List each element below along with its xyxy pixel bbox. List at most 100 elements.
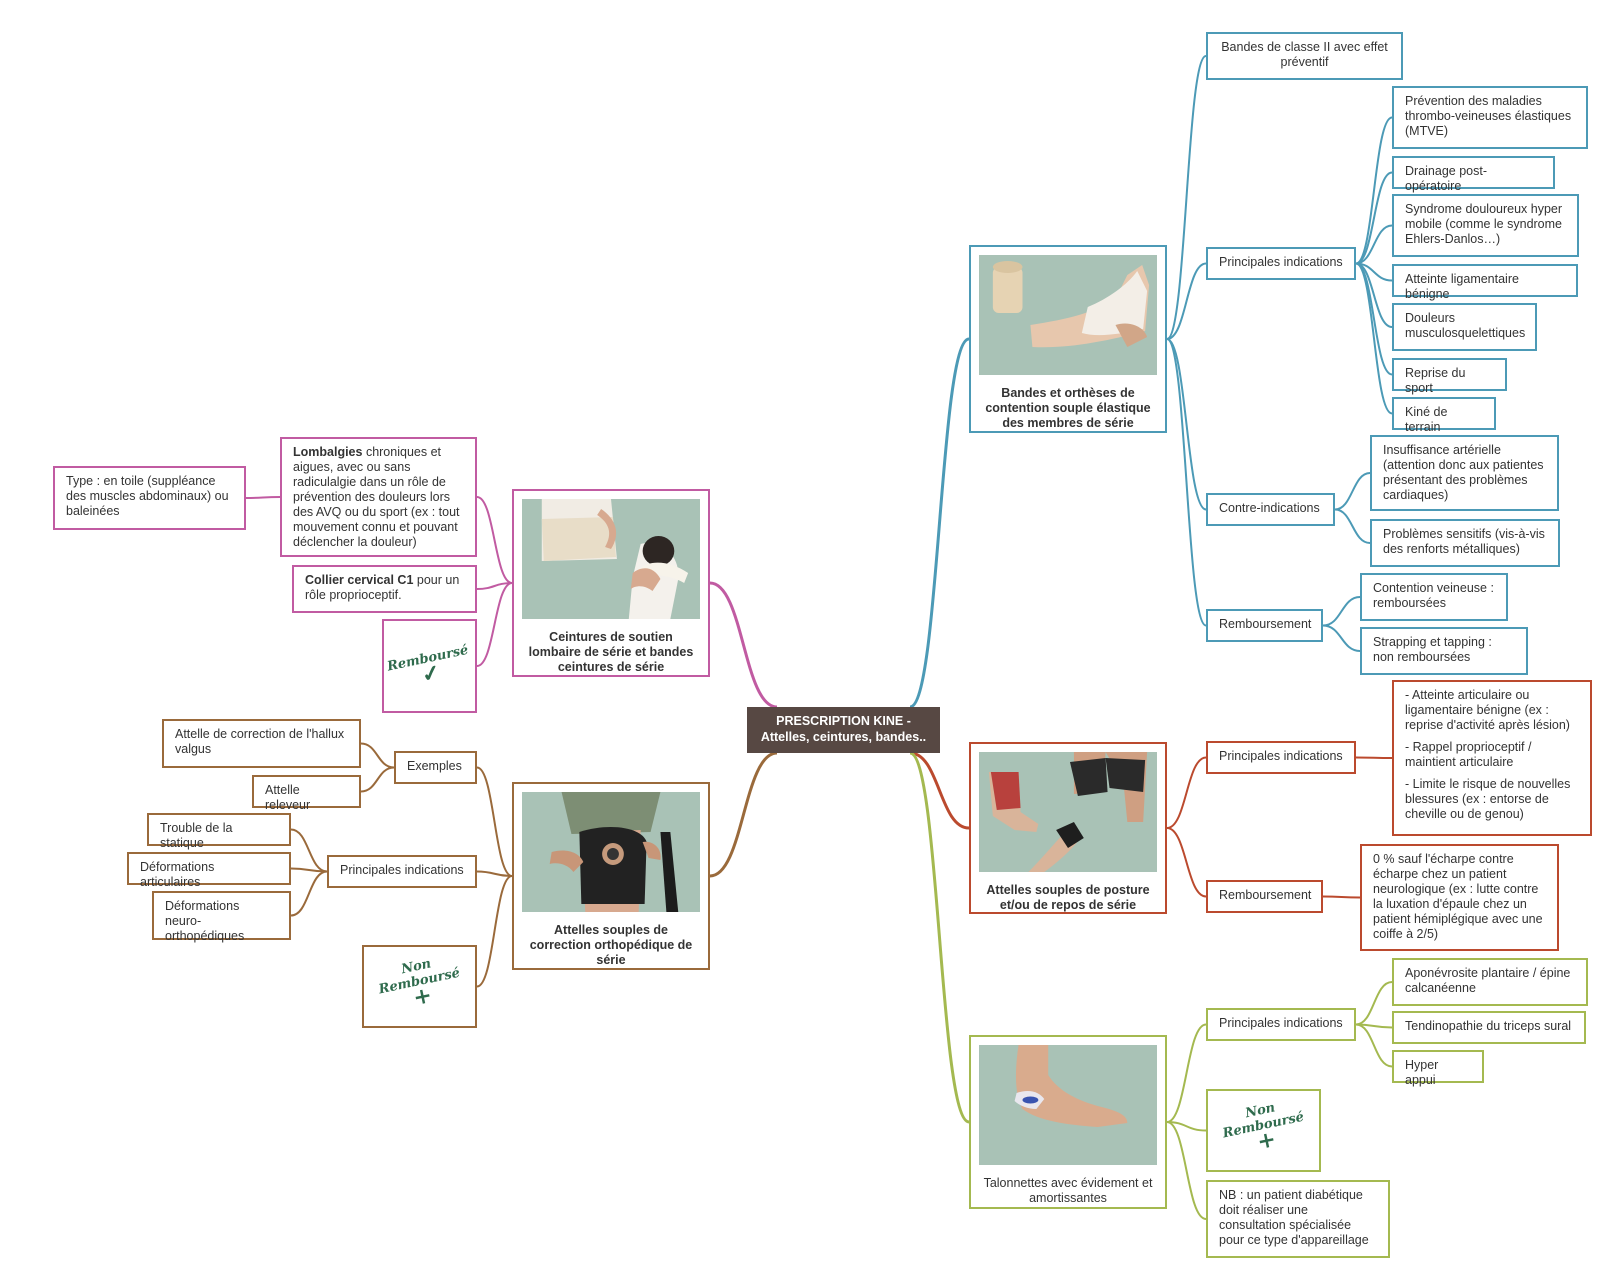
attelles-posture-photo <box>979 752 1157 872</box>
ex-releveur-label: Attelle releveur <box>265 783 311 812</box>
topic-bandes-contention[interactable]: Bandes et orthèses de contention souple … <box>969 245 1167 433</box>
blue-ind-ehlers[interactable]: Syndrome douloureux hyper mobile (comme … <box>1392 194 1579 257</box>
ind-tendinopathie-label: Tendinopathie du triceps sural <box>1405 1019 1572 1033</box>
attelle-genou-photo <box>522 792 700 912</box>
blue-branch-line <box>1166 55 1207 340</box>
red-branch-line <box>1322 895 1361 899</box>
blue-branch-line <box>1322 596 1361 627</box>
blue-branch-line <box>1166 338 1207 511</box>
ci-arterielle-label: Insuffisance artérielle (attention donc … <box>1383 443 1544 502</box>
brown-branch-line <box>476 870 513 877</box>
red-ind-text[interactable]: - Atteinte articulaire ou ligamentaire b… <box>1392 680 1592 836</box>
nb-note-label: NB : un patient diabétique doit réaliser… <box>1219 1188 1369 1247</box>
brown-ind-deformations[interactable]: Déformations articulaires <box>127 852 291 889</box>
red-remboursement[interactable]: Remboursement <box>1206 880 1323 913</box>
lombalgies-text: chroniques et aigues, avec ou sans radic… <box>293 445 460 549</box>
red-ind-para-1: - Atteinte articulaire ou ligamentaire b… <box>1405 688 1570 732</box>
topic-attelles-posture[interactable]: Attelles souples de posture et/ou de rep… <box>969 742 1167 914</box>
type-text: Type : en toile (suppléance des muscles … <box>66 474 229 518</box>
pink-lombalgies-note[interactable]: Lombalgies chroniques et aigues, avec ou… <box>280 437 477 557</box>
ind-drainage-label: Drainage post-opératoire <box>1405 164 1487 193</box>
blue-branch-line <box>1334 472 1371 511</box>
red-indications-label: Principales indications <box>1219 749 1343 763</box>
red-rb-text[interactable]: 0 % sauf l'écharpe contre écharpe chez u… <box>1360 844 1559 951</box>
blue-branch-line <box>1355 171 1393 265</box>
brown-branch-line <box>290 870 328 917</box>
red-remboursement-label: Remboursement <box>1219 888 1312 902</box>
green-indications[interactable]: Principales indications <box>1206 1008 1356 1041</box>
contre-indications-label: Contre-indications <box>1219 501 1320 515</box>
ind-statique-label: Trouble de la statique <box>160 821 233 850</box>
rb-contention-label: Contention veineuse : remboursées <box>1373 581 1494 610</box>
blue-ind-drainage[interactable]: Drainage post-opératoire <box>1392 156 1555 193</box>
brown-branch-line <box>290 828 328 873</box>
topic-attelles-correction[interactable]: Attelles souples de correction orthopédi… <box>512 782 710 970</box>
main-branch-line <box>709 751 778 878</box>
lombalgies-bold: Lombalgies <box>293 445 363 459</box>
red-indications[interactable]: Principales indications <box>1206 741 1356 774</box>
pink-type-note[interactable]: Type : en toile (suppléance des muscles … <box>53 466 246 530</box>
brown-indications-label: Principales indications <box>340 863 464 877</box>
brown-branch-line <box>476 766 513 877</box>
blue-ind-mtve[interactable]: Prévention des maladies thrombo-veineuse… <box>1392 86 1588 149</box>
collier-text: pour un rôle proprioceptif. <box>305 573 460 602</box>
talonnette-photo <box>979 1045 1157 1165</box>
blue-indications[interactable]: Principales indications <box>1206 247 1356 280</box>
topic-talonnettes[interactable]: Talonnettes avec évidement et amortissan… <box>969 1035 1167 1209</box>
brown-ind-statique[interactable]: Trouble de la statique <box>147 813 291 850</box>
pink-branch-line <box>476 496 513 584</box>
main-branch-line <box>709 581 778 709</box>
pink-rembourse-stamp[interactable]: Remboursé ✓ <box>382 619 477 713</box>
green-nb-note[interactable]: NB : un patient diabétique doit réaliser… <box>1206 1180 1390 1258</box>
ind-deformations-label: Déformations articulaires <box>140 860 215 889</box>
blue-classe-ii[interactable]: Bandes de classe II avec effet préventif <box>1206 32 1403 80</box>
red-rb-text-label: 0 % sauf l'écharpe contre écharpe chez u… <box>1373 852 1543 941</box>
ind-musculo-label: Douleurs musculosquelettiques <box>1405 311 1526 340</box>
blue-ind-musculo[interactable]: Douleurs musculosquelettiques <box>1392 303 1537 351</box>
green-non-rembourse-stamp[interactable]: Non Remboursé + <box>1206 1089 1321 1172</box>
central-topic[interactable]: PRESCRIPTION KINE - Attelles, ceintures,… <box>747 707 940 753</box>
collier-bold: Collier cervical C1 <box>305 573 414 587</box>
red-branch-line <box>1166 756 1207 829</box>
green-branch-line <box>1355 981 1393 1026</box>
green-ind-aponevrosite[interactable]: Aponévrosite plantaire / épine calcanéen… <box>1392 958 1588 1006</box>
brown-branch-line <box>360 742 395 769</box>
blue-rb-strapping[interactable]: Strapping et tapping : non remboursées <box>1360 627 1528 675</box>
ind-ehlers-label: Syndrome douloureux hyper mobile (comme … <box>1405 202 1563 246</box>
blue-ind-ligamentaire[interactable]: Atteinte ligamentaire bénigne <box>1392 264 1578 301</box>
blue-branch-line <box>1322 624 1361 652</box>
blue-branch-line <box>1355 262 1393 415</box>
green-ind-tendinopathie[interactable]: Tendinopathie du triceps sural <box>1392 1011 1586 1044</box>
green-ind-hyper-appui[interactable]: Hyper appui <box>1392 1050 1484 1087</box>
ex-hallux-label: Attelle de correction de l'hallux valgus <box>175 727 345 756</box>
brown-branch-line <box>476 875 513 988</box>
blue-branch-line <box>1334 508 1371 544</box>
blue-branch-line <box>1166 338 1207 627</box>
blue-contre-indications[interactable]: Contre-indications <box>1206 493 1335 526</box>
blue-remboursement-label: Remboursement <box>1219 617 1312 631</box>
red-branch-line <box>1166 827 1207 898</box>
brown-indications[interactable]: Principales indications <box>327 855 477 888</box>
topic-ceintures-soutien[interactable]: Ceintures de soutien lombaire de série e… <box>512 489 710 677</box>
blue-rb-contention[interactable]: Contention veineuse : remboursées <box>1360 573 1508 621</box>
green-indications-label: Principales indications <box>1219 1016 1343 1030</box>
blue-ci-arterielle[interactable]: Insuffisance artérielle (attention donc … <box>1370 435 1559 511</box>
brown-ex-releveur[interactable]: Attelle releveur <box>252 775 361 812</box>
blue-ind-sport[interactable]: Reprise du sport <box>1392 358 1507 395</box>
central-topic-line1: PRESCRIPTION KINE - <box>776 714 911 728</box>
brown-exemples[interactable]: Exemples <box>394 751 477 784</box>
brown-non-rembourse-stamp[interactable]: Non Remboursé + <box>362 945 477 1028</box>
blue-indications-label: Principales indications <box>1219 255 1343 269</box>
blue-ind-terrain[interactable]: Kiné de terrain <box>1392 397 1496 434</box>
brown-ind-neuro[interactable]: Déformations neuro-orthopédiques <box>152 891 291 943</box>
blue-remboursement[interactable]: Remboursement <box>1206 609 1323 642</box>
pink-collier-note[interactable]: Collier cervical C1 pour un rôle proprio… <box>292 565 477 613</box>
blue-ci-sensitifs[interactable]: Problèmes sensitifs (vis-à-vis des renfo… <box>1370 519 1560 567</box>
central-topic-line2: Attelles, ceintures, bandes.. <box>760 730 927 744</box>
topic-bandes-caption: Bandes et orthèses de contention souple … <box>985 386 1151 430</box>
ind-mtve-label: Prévention des maladies thrombo-veineuse… <box>1405 94 1572 138</box>
green-branch-line <box>1166 1023 1207 1123</box>
brown-ex-hallux[interactable]: Attelle de correction de l'hallux valgus <box>162 719 361 768</box>
topic-attelles-posture-caption: Attelles souples de posture et/ou de rep… <box>986 883 1150 912</box>
